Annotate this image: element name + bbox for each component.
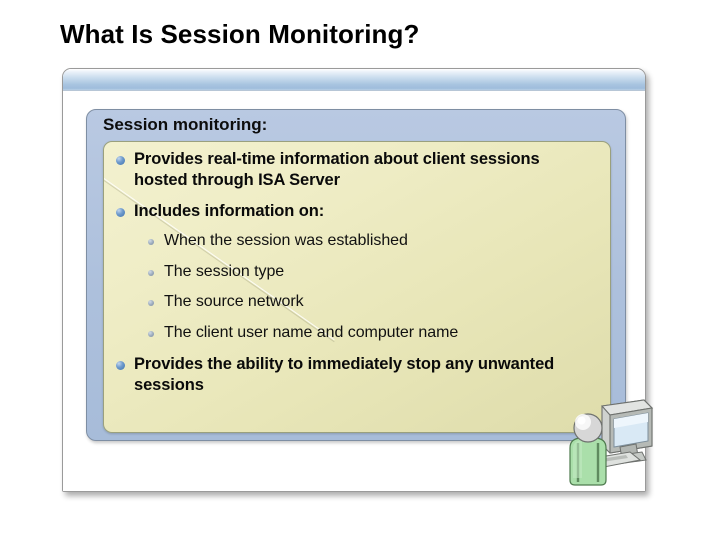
bullet-item: Provides real-time information about cli… xyxy=(104,149,610,192)
bullet-sphere-icon xyxy=(116,361,125,371)
bullet-item: Includes information on: xyxy=(104,201,610,222)
panel-heading: Session monitoring: xyxy=(103,115,268,134)
bullet-item: When the session was established xyxy=(104,231,610,252)
bullet-text: Provides real-time information about cli… xyxy=(134,150,540,190)
bullet-text: The client user name and computer name xyxy=(164,324,459,342)
bullet-text: Provides the ability to immediately stop… xyxy=(134,355,555,395)
bullet-sphere-icon xyxy=(116,156,125,165)
bullet-list: Provides real-time information about cli… xyxy=(104,149,610,406)
bullet-text: The source network xyxy=(164,293,304,311)
bullet-sphere-icon xyxy=(116,207,125,217)
page-title: What Is Session Monitoring? xyxy=(60,19,420,49)
window-body: Session monitoring: Provides real-time i… xyxy=(63,91,645,491)
bullet-item: The session type xyxy=(104,262,610,283)
bullet-text: The session type xyxy=(164,262,285,280)
bullet-dot-icon xyxy=(148,300,154,307)
content-window-frame: Session monitoring: Provides real-time i… xyxy=(62,68,646,492)
bullet-text: When the session was established xyxy=(164,231,408,249)
window-titlebar xyxy=(63,69,645,91)
bullet-item: The client user name and computer name xyxy=(104,323,610,344)
bullet-dot-icon xyxy=(148,331,154,338)
bullet-dot-icon xyxy=(148,269,154,276)
bullet-item: The source network xyxy=(104,292,610,313)
blue-content-panel: Session monitoring: Provides real-time i… xyxy=(86,109,626,441)
bullet-text: Includes information on: xyxy=(134,201,325,220)
bullet-item: Provides the ability to immediately stop… xyxy=(104,354,610,397)
cream-bullet-panel: Provides real-time information about cli… xyxy=(103,141,611,433)
bullet-dot-icon xyxy=(148,238,154,245)
